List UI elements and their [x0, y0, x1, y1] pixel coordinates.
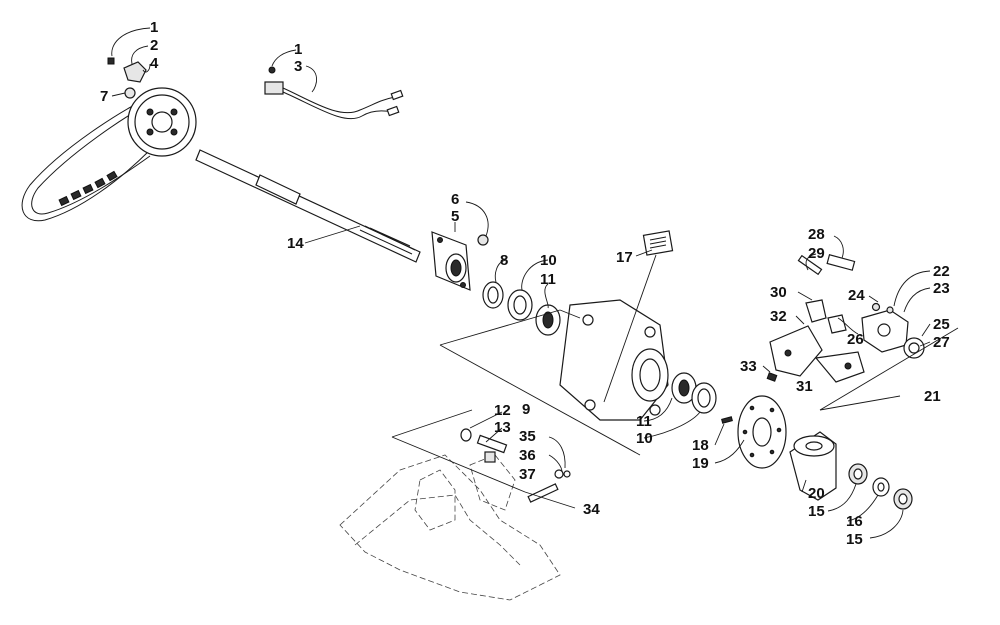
callout-19: 19	[692, 455, 709, 472]
flange-nut	[477, 234, 489, 246]
wheel-hub	[789, 431, 837, 501]
washer-12	[460, 428, 472, 442]
callout-13: 13	[494, 419, 511, 436]
callout-30: 30	[770, 284, 787, 301]
caliper-body	[861, 309, 909, 353]
callout-31: 31	[796, 378, 813, 395]
bracket-bolt	[766, 372, 778, 382]
callout-33: 33	[740, 358, 757, 375]
callout-11: 11	[540, 271, 556, 288]
sprocket-bolt	[107, 57, 115, 65]
hub-washer	[872, 477, 890, 497]
bearing-10a	[507, 289, 533, 321]
callout-18: 18	[692, 437, 709, 454]
callout-9: 9	[522, 401, 530, 418]
leader-lines	[111, 27, 931, 539]
callout-27: 27	[933, 334, 950, 351]
callout-2: 2	[150, 37, 158, 54]
rear-axle-shaft	[195, 149, 421, 263]
callout-12: 12	[494, 402, 511, 419]
callout-36: 36	[519, 447, 536, 464]
callout-22: 22	[933, 263, 950, 280]
caliper-pin	[797, 254, 856, 276]
callout-15: 15	[808, 503, 825, 520]
callout-15: 15	[846, 531, 863, 548]
bolt-13	[476, 434, 508, 463]
callout-5: 5	[451, 208, 459, 225]
brake-disc	[737, 395, 787, 469]
bearing-11b	[671, 372, 697, 404]
callout-17: 17	[616, 249, 633, 266]
caliper-piston	[903, 337, 925, 359]
callout-3: 3	[294, 58, 302, 75]
callout-20: 20	[808, 485, 825, 502]
callout-28: 28	[808, 226, 825, 243]
callout-10: 10	[636, 430, 653, 447]
callout-1: 1	[150, 19, 158, 36]
group-outline-34	[391, 409, 576, 509]
axle-hub-flange	[431, 231, 471, 291]
bleeder-screw	[871, 302, 894, 314]
decal-label	[642, 230, 674, 256]
callout-6: 6	[451, 191, 459, 208]
callout-11: 11	[636, 413, 652, 430]
tensioner-adjuster	[527, 469, 571, 503]
seal-8	[482, 281, 504, 309]
drive-chain	[21, 91, 161, 222]
callout-35: 35	[519, 428, 536, 445]
hub-nut-b	[893, 488, 913, 510]
bearing-11a	[535, 304, 561, 336]
callout-29: 29	[808, 245, 825, 262]
callout-24: 24	[848, 287, 865, 304]
callout-14: 14	[287, 235, 304, 252]
callout-26: 26	[847, 331, 864, 348]
bearing-10b	[691, 382, 717, 414]
brake-pads	[805, 299, 847, 334]
callout-numbers: 1 2 4 7 1 3 6 5 14 8 10 11 17 9 11 10 12…	[100, 19, 950, 548]
callout-23: 23	[933, 280, 950, 297]
callout-16: 16	[846, 513, 863, 530]
sprocket-adapter	[123, 61, 147, 83]
callout-37: 37	[519, 466, 536, 483]
sprocket-nut	[124, 87, 136, 99]
callout-32: 32	[770, 308, 787, 325]
group-outline-21	[819, 327, 959, 411]
callout-8: 8	[500, 252, 508, 269]
hub-nut-a	[848, 463, 868, 485]
callout-7: 7	[100, 88, 108, 105]
callout-4: 4	[150, 55, 159, 72]
callout-1: 1	[294, 41, 302, 58]
axle-housing	[559, 299, 669, 421]
caliper-bracket	[769, 325, 865, 383]
callout-21: 21	[924, 388, 941, 405]
callout-10: 10	[540, 252, 557, 269]
callout-25: 25	[933, 316, 950, 333]
rear-sprocket	[127, 87, 197, 157]
speed-sensor-harness	[264, 66, 404, 120]
group-outline-9	[439, 309, 641, 456]
callout-34: 34	[583, 501, 600, 518]
disc-bolt	[721, 416, 733, 424]
